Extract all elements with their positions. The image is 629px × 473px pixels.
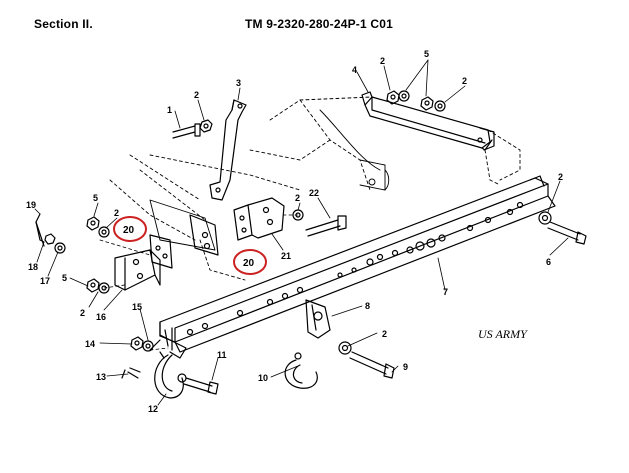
tow-shackle-left	[154, 334, 187, 399]
callout: 16	[96, 312, 106, 322]
callout: 5	[424, 49, 429, 59]
callout: 2	[462, 76, 467, 86]
frame-rail	[159, 175, 556, 353]
callout: 2	[382, 329, 387, 339]
callout: 17	[40, 276, 50, 286]
callout: 2	[80, 308, 85, 318]
callout: 5	[93, 193, 98, 203]
highlight-circle-20-left	[113, 216, 147, 242]
us-army-credit: US ARMY	[478, 327, 528, 341]
callout: 22	[309, 188, 319, 198]
hidden-crossmember-outline	[109, 96, 521, 281]
callout: 12	[148, 404, 158, 414]
callout-labels: 1 2 3 4 2 5 2 5 2 20 19 18 17 2 22 21 20…	[26, 49, 563, 414]
crossmember-contour	[149, 109, 390, 251]
callout: 10	[258, 373, 268, 383]
section-heading: Section II.	[34, 17, 93, 31]
gusset-plate	[149, 214, 219, 269]
bracket-item-3	[209, 99, 247, 201]
callout: 19	[26, 200, 36, 210]
callout: 2	[194, 90, 199, 100]
callout: 4	[352, 65, 357, 75]
callout: 11	[217, 350, 227, 360]
assembly-path	[99, 214, 299, 351]
callout: 13	[96, 372, 106, 382]
tow-shackle-right	[284, 299, 331, 389]
leader-lines	[34, 59, 569, 406]
callout: 18	[28, 262, 38, 272]
bolts	[121, 123, 587, 395]
callout: 20	[243, 258, 255, 269]
callout: 2	[558, 172, 563, 182]
bracket-item-16	[114, 249, 161, 291]
callout: 14	[85, 339, 95, 349]
highlight-circles	[113, 216, 267, 275]
callout: 3	[236, 78, 241, 88]
callout: 2	[295, 193, 300, 203]
callout: 6	[546, 257, 551, 267]
callout: 9	[403, 362, 408, 372]
callout: 2	[114, 208, 119, 218]
manual-number: TM 9-2320-280-24P-1 C01	[245, 17, 394, 31]
callout: 2	[380, 56, 385, 66]
callout: 21	[281, 251, 291, 261]
callout: 20	[123, 225, 135, 236]
bracket-item-21	[233, 197, 285, 241]
callout: 1	[167, 105, 172, 115]
callout: 8	[365, 301, 370, 311]
highlight-circle-20-right	[233, 249, 267, 275]
callout: 5	[62, 273, 67, 283]
callout: 15	[132, 302, 142, 312]
callout: 7	[443, 287, 448, 297]
